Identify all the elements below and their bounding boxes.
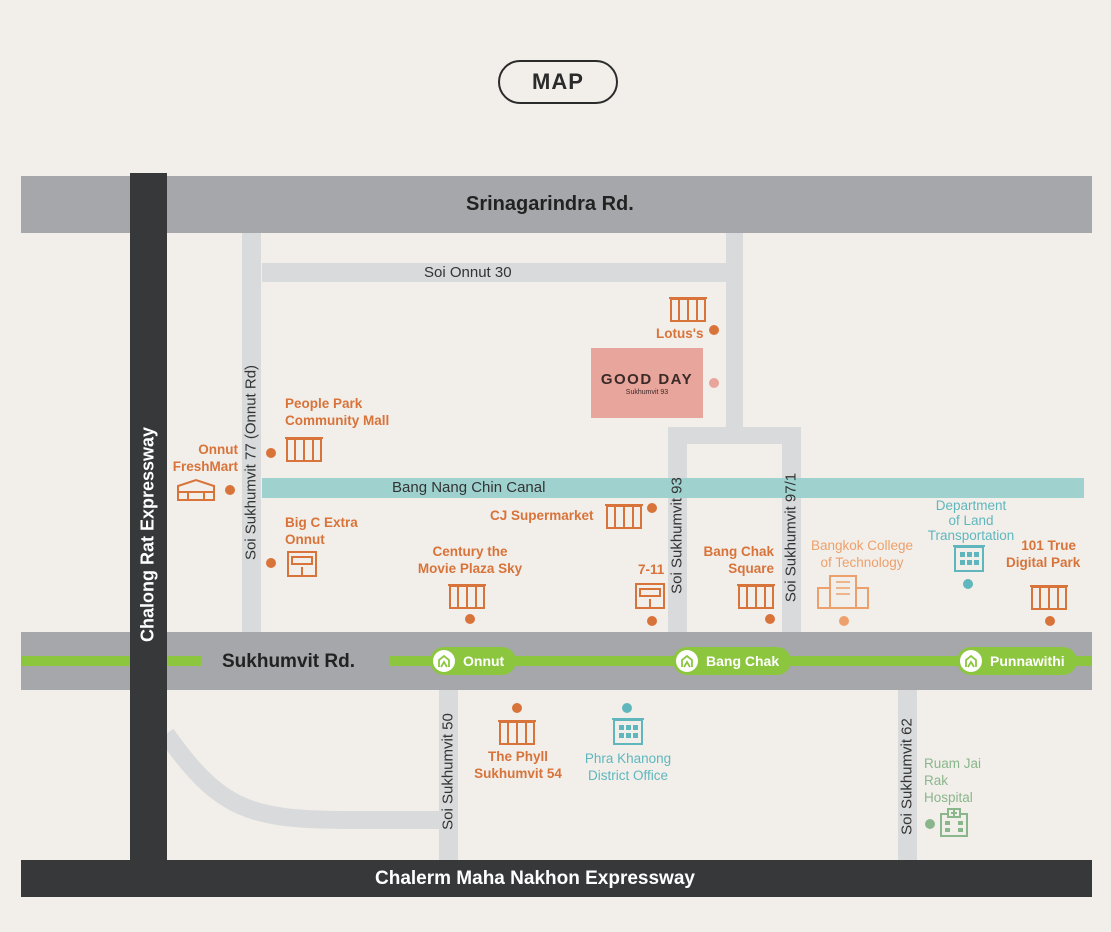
poi-bangkok-college-label: Bangkok College of Technology [810,538,914,570]
poi-cj-supermarket-dot [647,503,657,513]
bts-station-onnut: Onnut [430,647,517,675]
bts-station-icon [960,650,982,672]
bts-station-icon [433,650,455,672]
road-chalong-rat [130,173,167,897]
government-office-icon [612,718,644,745]
building-icon [1030,585,1068,610]
building-icon [669,297,707,322]
chalerm-maha-nakhon-label: Chalerm Maha Nakhon Expressway [375,868,695,889]
map-title: MAP [498,60,618,104]
road-curve-lower-left [160,728,442,829]
sukhumvit-label: Sukhumvit Rd. [222,651,356,672]
good-day-project-marker[interactable]: GOOD DAY Sukhumvit 93 [591,348,703,418]
poi-true-digital-park-dot [1045,616,1055,626]
soi-sukhumvit-93-label: Soi Sukhumvit 93 [668,477,686,594]
hospital-icon [940,808,968,837]
poi-the-phyll-dot [512,703,522,713]
building-icon [737,584,775,609]
building-icon [635,583,665,609]
road-chalerm-maha-nakhon [21,860,1092,897]
poi-lotus-label: Lotus's [656,326,704,341]
building-icon [605,504,643,529]
poi-cj-supermarket-label: CJ Supermarket [490,508,594,523]
poi-lotus-dot [709,325,719,335]
building-icon [287,551,317,577]
station-label: Bang Chak [706,653,780,669]
poi-big-c-label: Big C Extra Onnut [285,515,358,547]
poi-true-digital-park-label: 101 True Digital Park [1006,538,1081,570]
road-soi-sukhumvit-62 [898,690,917,862]
poi-seven-eleven-dot [647,616,657,626]
road-soi-sukhumvit-50 [439,690,458,862]
road-lotus-connector [726,233,743,429]
station-label: Onnut [463,653,505,669]
bts-station-icon [676,650,698,672]
building-icon [177,478,215,501]
project-name: GOOD DAY [600,370,694,388]
poi-onnut-freshmart-dot [225,485,235,495]
poi-ruam-jai-dot [925,819,935,829]
canal-label: Bang Nang Chin Canal [392,479,546,496]
poi-dlt-dot [963,579,973,589]
poi-the-phyll-label: The Phyll Sukhumvit 54 [474,749,562,781]
road-soi-onnut-30 [262,263,726,282]
poi-people-park-dot [266,448,276,458]
poi-onnut-freshmart-label: Onnut FreshMart [172,442,238,474]
project-subtitle: Sukhumvit 93 [625,388,669,396]
poi-bangchak-square-label: Bang Chak Square [703,544,774,576]
poi-big-c-dot [266,558,276,568]
road-sukhumvit-77 [242,230,261,632]
bang-nang-chin-canal [262,478,1084,498]
station-label: Punnawithi [990,653,1065,669]
soi-sukhumvit-77-label: Soi Sukhumvit 77 (Onnut Rd) [242,364,260,561]
building-icon [498,720,536,745]
building-icon [448,584,486,609]
poi-phra-khanong-dot [622,703,632,713]
soi-sukhumvit-50-label: Soi Sukhumvit 50 [439,713,457,830]
road-soi-93-97-connector [668,427,801,444]
poi-bangkok-college-dot [839,616,849,626]
poi-bangchak-square-dot [765,614,775,624]
soi-sukhumvit-62-label: Soi Sukhumvit 62 [898,718,916,835]
poi-ruam-jai-label: Ruam Jai Rak Hospital [924,756,982,805]
poi-dlt-label: Department of Land Transportation [927,498,1015,543]
poi-phra-khanong-label: Phra Khanong District Office [584,751,672,783]
soi-onnut-30-label: Soi Onnut 30 [424,264,512,281]
srinagarindra-label: Srinagarindra Rd. [466,193,634,215]
government-office-icon [953,545,985,572]
road-srinagarindra [21,176,1092,233]
building-icon [817,575,869,609]
poi-people-park-label: People Park Community Mall [285,396,390,428]
poi-century-dot [465,614,475,624]
bts-station-punnawithi: Punnawithi [957,647,1077,675]
chalong-rat-label: Chalong Rat Expressway [137,426,158,643]
bts-station-bang-chak: Bang Chak [673,647,792,675]
bts-line-left [21,656,201,666]
poi-century-label: Century the Movie Plaza Sky [417,544,523,576]
project-dot [709,378,719,388]
building-icon [285,437,323,462]
poi-seven-eleven-label: 7-11 [638,562,665,577]
